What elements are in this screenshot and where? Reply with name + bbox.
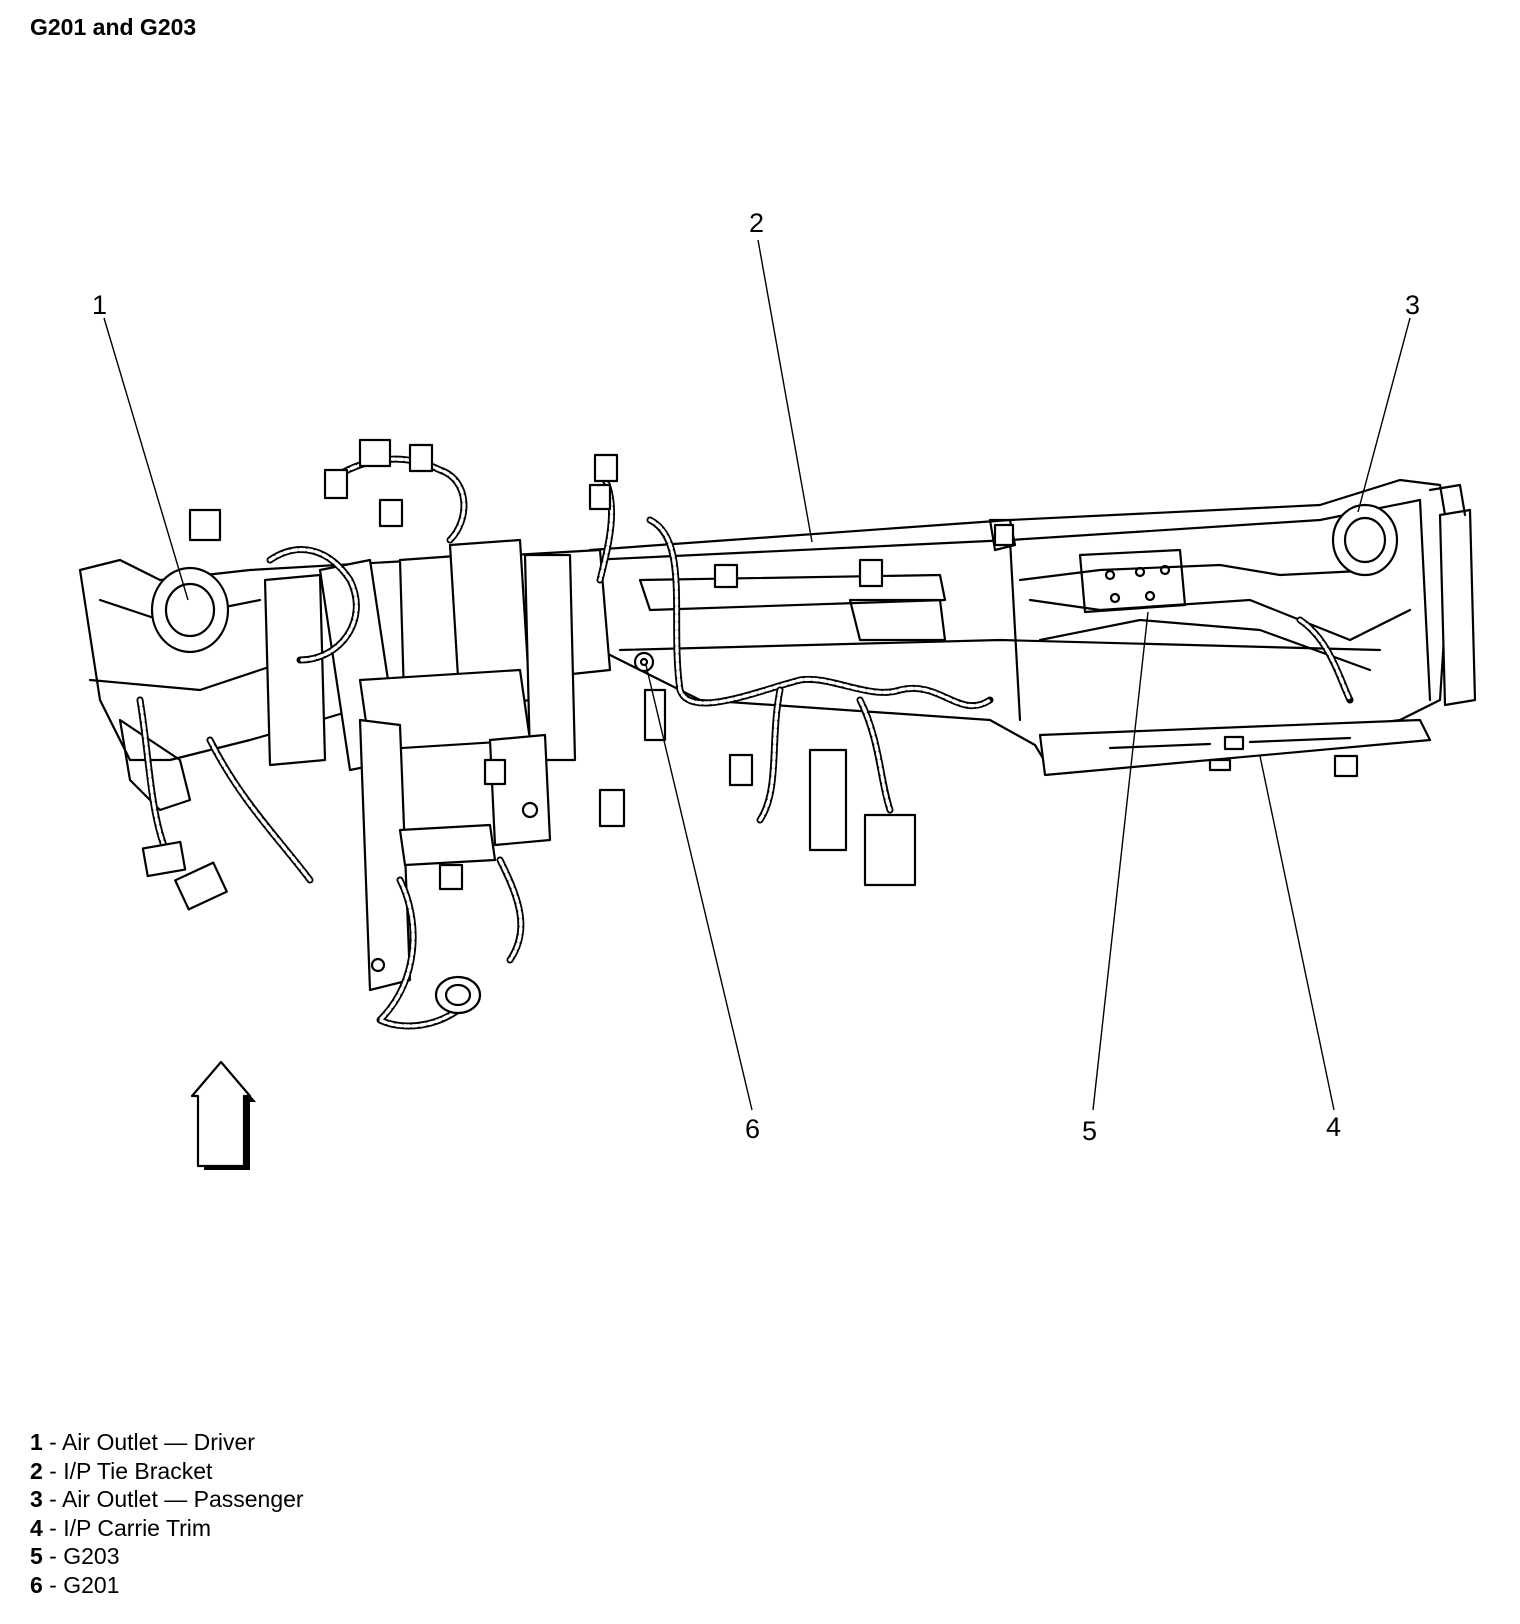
- legend-number: 6: [30, 1571, 43, 1598]
- callout-number-1: 1: [92, 290, 107, 320]
- leader-line-5: [1092, 611, 1149, 1111]
- legend-item: 2 - I/P Tie Bracket: [30, 1457, 304, 1486]
- leader-line-6: [645, 664, 753, 1111]
- legend-item: 4 - I/P Carrie Trim: [30, 1514, 304, 1543]
- callout-numbers: 1 2 3 4 5 6: [92, 208, 1420, 1146]
- legend-number: 2: [30, 1457, 43, 1484]
- g203-bracket: [1018, 548, 1412, 672]
- legend-text: G201: [63, 1571, 120, 1598]
- legend-number: 4: [30, 1514, 43, 1541]
- legend-text: Air Outlet — Passenger: [61, 1486, 304, 1513]
- leader-line-1: [103, 317, 189, 601]
- legend-text: I/P Carrie Trim: [63, 1514, 212, 1541]
- callout-number-3: 3: [1405, 290, 1420, 320]
- callout-number-5: 5: [1082, 1116, 1097, 1146]
- air-outlet-driver: [150, 566, 230, 654]
- legend-number: 5: [30, 1543, 43, 1570]
- legend-item: 5 - G203: [30, 1542, 304, 1571]
- callout-number-4: 4: [1326, 1112, 1341, 1142]
- leader-line-4: [1259, 755, 1335, 1111]
- legend-separator: -: [42, 1429, 62, 1455]
- leader-line-2: [757, 239, 813, 543]
- legend-separator: -: [42, 1571, 64, 1598]
- legend-text: Air Outlet — Driver: [61, 1429, 255, 1455]
- callout-legend: 1 - Air Outlet — Driver 2 - I/P Tie Brac…: [30, 1428, 304, 1600]
- leader-lines: [103, 239, 1411, 1111]
- up-arrow-icon: [190, 1060, 256, 1170]
- legend-separator: -: [42, 1457, 64, 1484]
- page-title: G201 and G203: [30, 14, 197, 40]
- callout-number-6: 6: [745, 1114, 760, 1144]
- legend-number: 3: [30, 1486, 43, 1513]
- callout-number-2: 2: [749, 208, 764, 238]
- ip-carrier-trim: [1038, 718, 1432, 778]
- air-outlet-passenger: [1331, 483, 1477, 707]
- legend-item: 3 - Air Outlet — Passenger: [30, 1485, 304, 1514]
- legend-item: 1 - Air Outlet — Driver: [30, 1428, 304, 1457]
- legend-text: I/P Tie Bracket: [63, 1457, 213, 1484]
- ip-tie-bracket: [588, 478, 1452, 772]
- legend-item: 6 - G201: [30, 1571, 304, 1600]
- harness-connectors: [141, 438, 917, 1015]
- legend-number: 1: [30, 1429, 43, 1455]
- leader-line-3: [1357, 317, 1411, 513]
- legend-text: G203: [63, 1543, 120, 1570]
- legend-separator: -: [42, 1486, 62, 1513]
- center-brackets: [263, 538, 577, 992]
- legend-separator: -: [42, 1543, 64, 1570]
- legend-separator: -: [42, 1514, 64, 1541]
